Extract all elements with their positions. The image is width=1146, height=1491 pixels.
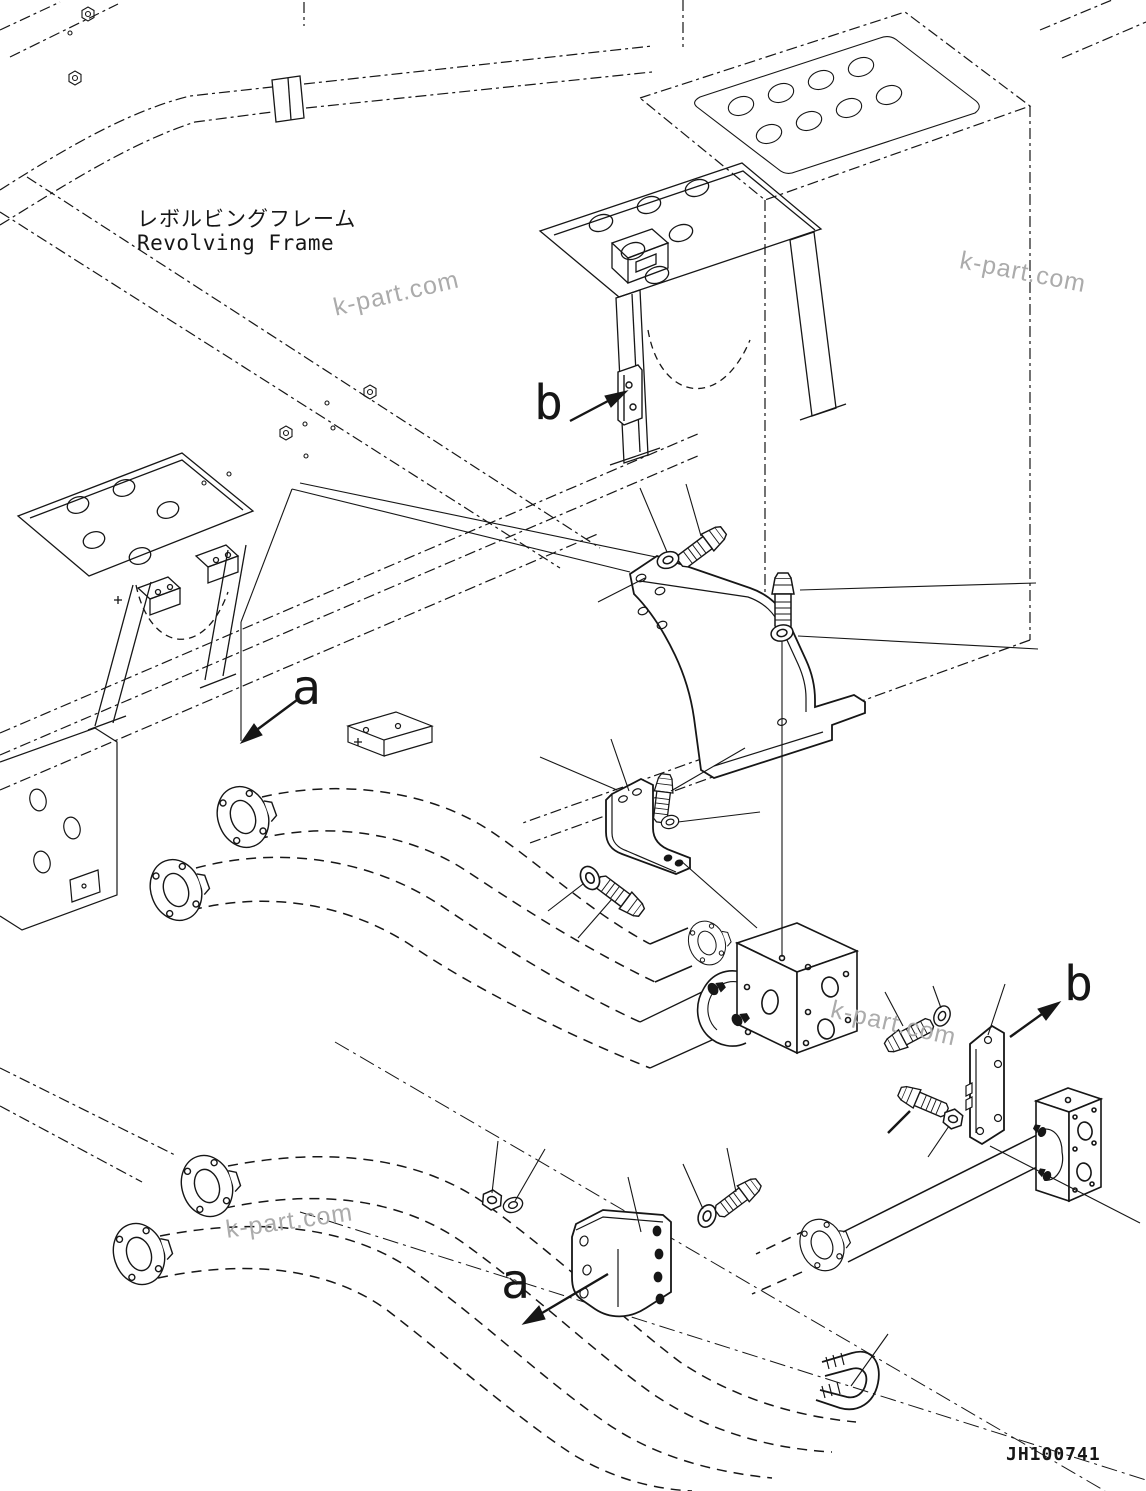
arrow-b-right-tail xyxy=(1009,1013,1043,1038)
hydraulic-pipes xyxy=(157,787,857,1491)
view-label-b-top: b xyxy=(534,375,563,431)
mount-pedestal-left xyxy=(16,452,362,746)
pipe-flanges xyxy=(104,776,858,1292)
pedestal-b-plate xyxy=(617,364,643,426)
flange-pipe-stubs xyxy=(649,927,1038,1263)
washer xyxy=(500,1194,526,1216)
flange xyxy=(208,776,285,856)
pipe-lower-2 xyxy=(159,1225,773,1479)
diagram-title-en: Revolving Frame xyxy=(137,231,335,255)
arrow-b-top-tail xyxy=(569,399,609,423)
arrow-a-bottom-head xyxy=(521,1305,546,1325)
arrow-a-top-head xyxy=(239,723,263,745)
flange xyxy=(104,1213,180,1292)
flange xyxy=(681,913,737,971)
diagram-title-jp: レボルビングフレーム xyxy=(137,207,357,231)
flange xyxy=(172,1145,248,1224)
pipe-upper-1b xyxy=(257,830,656,983)
frame-rail-block xyxy=(0,711,434,931)
arrow-b-right-head xyxy=(1037,1001,1062,1021)
arrow-a-bottom-tail xyxy=(541,1272,609,1315)
frame-bolt-markers xyxy=(67,6,377,486)
beam-clamp-block xyxy=(271,75,305,123)
bracket-bottom xyxy=(571,1209,672,1318)
leader-lines xyxy=(240,482,1141,1387)
view-label-b-right: b xyxy=(1064,956,1093,1012)
pipe-lower-1b xyxy=(224,1197,833,1453)
flange xyxy=(791,1209,858,1278)
arrow-a-top-tail xyxy=(257,699,298,730)
bracket-plate-right xyxy=(965,1024,1005,1146)
drawing-number: JH100741 xyxy=(1006,1444,1101,1465)
bolt xyxy=(673,521,731,573)
frame-top-plate-holes xyxy=(694,35,980,175)
bolt xyxy=(710,1173,766,1222)
pipe-upper-1 xyxy=(261,787,651,945)
bolt xyxy=(895,1081,952,1122)
bracket-l xyxy=(605,777,691,875)
pipe-centerlines xyxy=(299,1041,1146,1491)
view-arrows xyxy=(239,390,1062,1325)
pipe-lower-2b xyxy=(157,1267,693,1491)
flange xyxy=(141,849,218,929)
pipe-upper-2b xyxy=(191,900,651,1069)
pipe-upper-2 xyxy=(195,856,641,1023)
mount-pedestal-right xyxy=(538,162,847,466)
arrow-b-top-head xyxy=(604,390,629,408)
bolt xyxy=(771,572,795,631)
pipe-lower-1 xyxy=(227,1155,857,1423)
view-label-a-top: a xyxy=(292,660,321,716)
view-label-a-bottom: a xyxy=(501,1254,530,1310)
manifold-block xyxy=(639,922,860,1069)
valve-block xyxy=(1030,1087,1104,1203)
u-bolt xyxy=(815,1350,880,1411)
